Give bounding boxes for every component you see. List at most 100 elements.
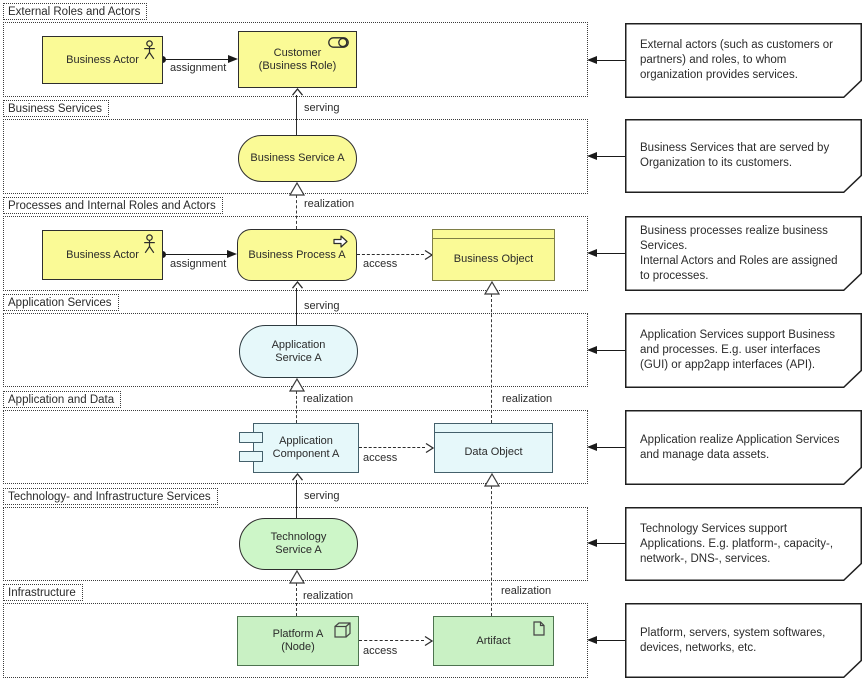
note-pointer-line bbox=[597, 350, 625, 351]
access-arrowhead-icon bbox=[425, 442, 434, 454]
note-pointer-arrowhead-icon bbox=[587, 636, 597, 644]
note-pointer-arrowhead-icon bbox=[587, 539, 597, 547]
note-shape bbox=[625, 603, 862, 678]
business-actor-box[interactable]: Business Actor bbox=[42, 36, 163, 84]
actor-icon bbox=[144, 40, 155, 60]
access-line bbox=[357, 254, 424, 255]
assignment-line bbox=[163, 254, 228, 255]
realization-line bbox=[491, 486, 492, 616]
note-shape bbox=[625, 313, 862, 388]
element-label: Business Actor bbox=[66, 248, 139, 261]
component-tab-icon bbox=[239, 432, 263, 443]
note-text: External actors (such as customers or pa… bbox=[640, 39, 834, 81]
realization-line bbox=[296, 391, 297, 423]
element-label: Application Service A bbox=[271, 338, 326, 364]
realization-label: realization bbox=[301, 590, 356, 603]
note-pointer-arrowhead-icon bbox=[587, 152, 597, 160]
technology-service-box[interactable]: Technology Service A bbox=[239, 518, 358, 570]
note-text: Platform, servers, system softwares, dev… bbox=[640, 626, 826, 654]
access-label: access bbox=[361, 645, 400, 658]
element-label: Business Service A bbox=[250, 152, 345, 164]
access-arrowhead-icon bbox=[424, 635, 433, 647]
assignment-label: assignment bbox=[168, 62, 229, 75]
realization-triangle-icon bbox=[484, 281, 500, 295]
customer-business-role-box[interactable]: Customer (Business Role) bbox=[238, 31, 357, 88]
data-object-box[interactable]: Data Object bbox=[434, 423, 553, 473]
access-label: access bbox=[361, 452, 400, 465]
serving-line bbox=[296, 288, 297, 325]
artifact-document-icon bbox=[533, 621, 545, 636]
note-text: Business Services that are served by Org… bbox=[640, 142, 830, 169]
access-line bbox=[359, 447, 425, 448]
serving-arrowhead-icon bbox=[291, 88, 304, 96]
application-component-box[interactable]: Application Component A bbox=[239, 423, 359, 473]
element-label: Business Object bbox=[453, 252, 534, 265]
note-shape bbox=[625, 23, 862, 98]
node-cube-icon bbox=[334, 622, 351, 638]
realization-label: realization bbox=[500, 393, 555, 406]
lane-label-application-services: Application Services bbox=[3, 294, 119, 311]
realization-triangle-icon bbox=[289, 570, 305, 584]
access-line bbox=[359, 640, 424, 641]
business-actor-box[interactable]: Business Actor bbox=[42, 230, 163, 280]
realization-line bbox=[491, 294, 492, 423]
note-pointer-line bbox=[597, 60, 625, 61]
lane-label-external-roles-and-actors: External Roles and Actors bbox=[3, 3, 148, 20]
business-object-box[interactable]: Business Object bbox=[432, 229, 555, 281]
note-application-services[interactable]: Application Services support Business an… bbox=[625, 313, 862, 388]
note-pointer-line bbox=[597, 543, 625, 544]
realization-label: realization bbox=[301, 393, 356, 406]
note-external-actors[interactable]: External actors (such as customers or pa… bbox=[625, 23, 862, 98]
lane-label-application-and-data: Application and Data bbox=[3, 391, 122, 408]
element-label: Business Actor bbox=[66, 53, 139, 66]
component-tab-icon bbox=[239, 451, 263, 462]
note-text: Application Services support Business an… bbox=[640, 329, 835, 371]
realization-line bbox=[296, 583, 297, 616]
serving-arrowhead-icon bbox=[291, 281, 304, 289]
element-label: Platform A (Node) bbox=[272, 628, 324, 653]
object-title-bar bbox=[435, 424, 552, 433]
element-label: Customer (Business Role) bbox=[258, 46, 337, 72]
element-label: Artifact bbox=[476, 634, 511, 647]
component-body: Application Component A bbox=[253, 423, 359, 473]
note-text: Application realize Application Services… bbox=[640, 433, 840, 461]
note-business-processes[interactable]: Business processes realize business Serv… bbox=[625, 216, 862, 291]
note-pointer-line bbox=[597, 447, 625, 448]
element-label: Technology Service A bbox=[270, 531, 327, 556]
note-pointer-line bbox=[597, 253, 625, 254]
serving-label: serving bbox=[302, 300, 342, 313]
note-pointer-line bbox=[597, 156, 625, 157]
note-text: Business processes realize business Serv… bbox=[640, 224, 838, 282]
element-label: Business Process A bbox=[248, 248, 346, 261]
realization-label: realization bbox=[499, 585, 554, 598]
note-shape bbox=[625, 410, 862, 485]
realization-triangle-icon bbox=[289, 378, 305, 392]
realization-triangle-icon bbox=[289, 182, 305, 196]
process-arrow-icon bbox=[333, 235, 348, 248]
business-process-box[interactable]: Business Process A bbox=[237, 229, 357, 281]
element-label: Application Component A bbox=[272, 435, 340, 460]
realization-line bbox=[296, 195, 297, 229]
note-pointer-line bbox=[597, 640, 625, 641]
serving-label: serving bbox=[302, 102, 342, 115]
note-shape bbox=[625, 216, 862, 291]
platform-node-box[interactable]: Platform A (Node) bbox=[237, 616, 359, 666]
note-application-data[interactable]: Application realize Application Services… bbox=[625, 410, 862, 485]
note-pointer-arrowhead-icon bbox=[587, 346, 597, 354]
role-icon bbox=[328, 37, 349, 48]
assignment-line bbox=[163, 59, 229, 60]
serving-line bbox=[296, 95, 297, 135]
serving-arrowhead-icon bbox=[291, 473, 304, 481]
serving-label: serving bbox=[302, 490, 342, 503]
artifact-box[interactable]: Artifact bbox=[433, 616, 554, 666]
note-shape bbox=[625, 507, 862, 581]
note-pointer-arrowhead-icon bbox=[587, 443, 597, 451]
note-technology-services[interactable]: Technology Services support Applications… bbox=[625, 507, 862, 581]
business-service-box[interactable]: Business Service A bbox=[238, 135, 357, 182]
note-pointer-arrowhead-icon bbox=[587, 56, 597, 64]
assignment-arrowhead-icon bbox=[227, 250, 237, 258]
application-service-box[interactable]: Application Service A bbox=[239, 325, 358, 378]
note-business-services[interactable]: Business Services that are served by Org… bbox=[625, 119, 862, 193]
note-infrastructure[interactable]: Platform, servers, system softwares, dev… bbox=[625, 603, 862, 678]
